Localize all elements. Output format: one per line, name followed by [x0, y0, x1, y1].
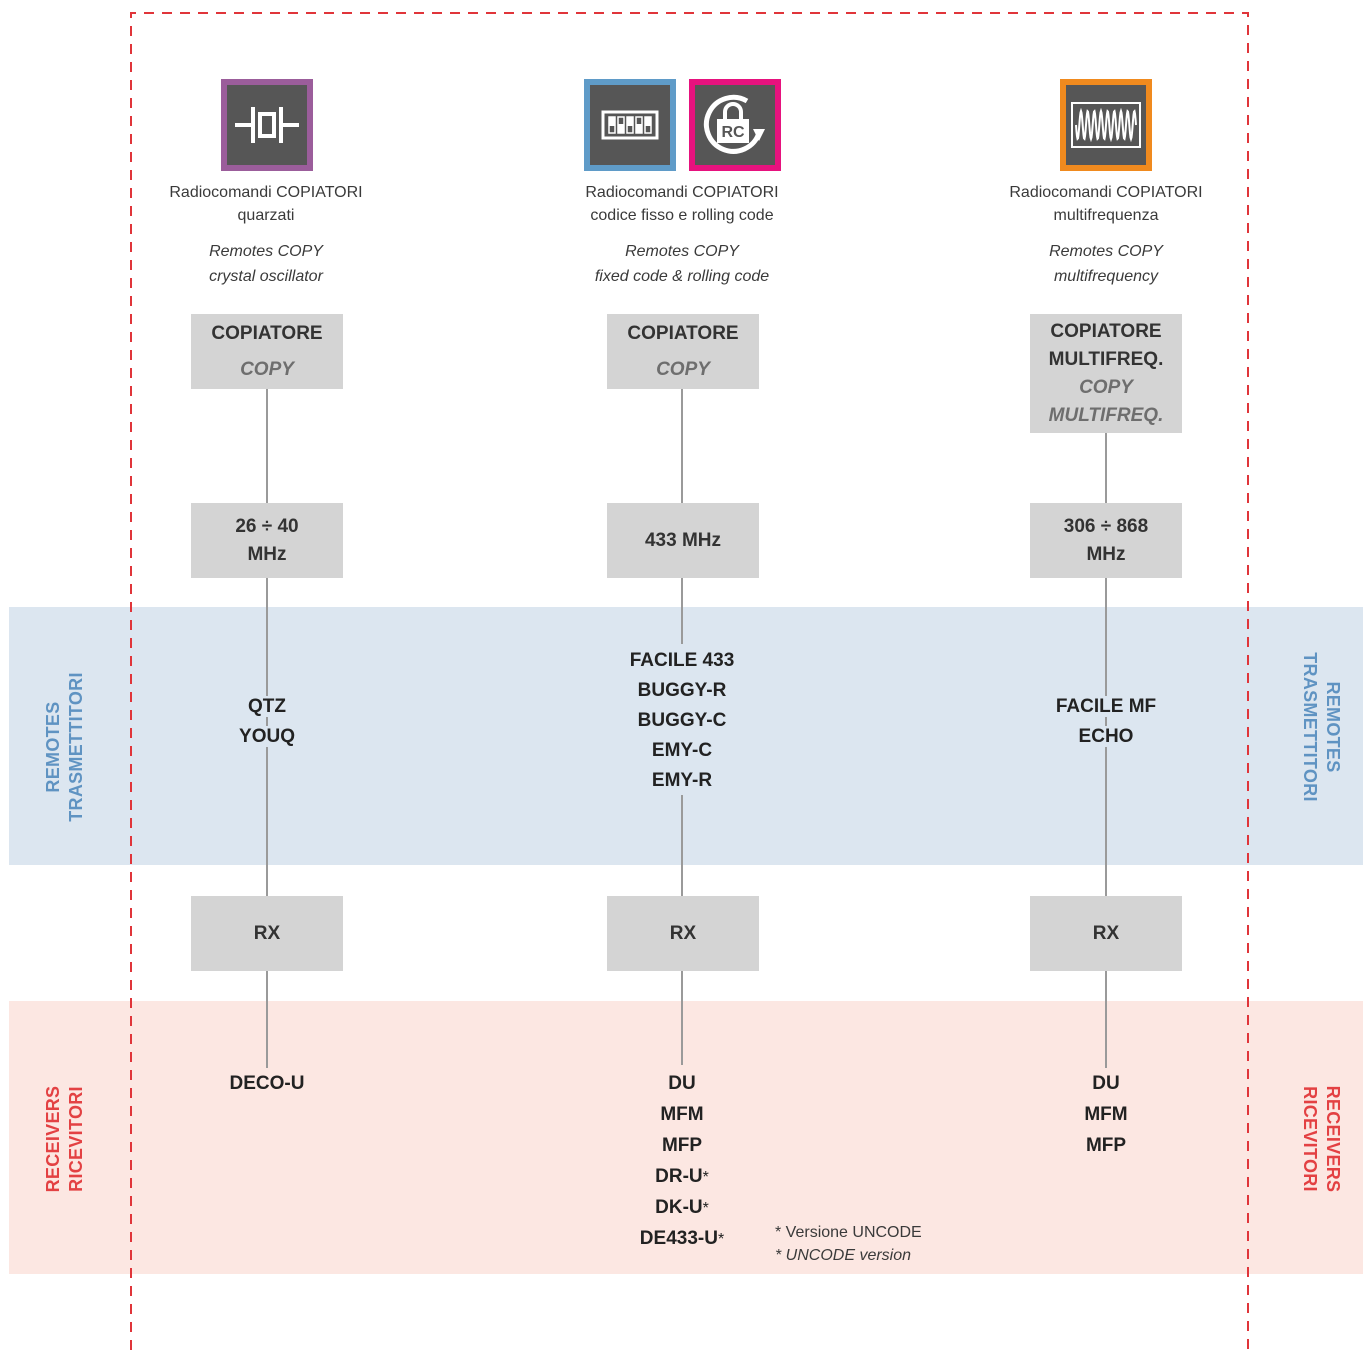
col1-rx-box: RX: [191, 896, 343, 971]
col1-remotes-list: QTZ YOUQ: [167, 692, 367, 752]
col2-frequency-box: 433 MHz: [607, 503, 759, 578]
label-receivers-en: RECEIVERS: [43, 1085, 63, 1193]
col2-title-line2: codice fisso e rolling code: [590, 207, 774, 224]
col2-rx-label: RX: [669, 922, 697, 944]
dip-switch-icon: [590, 85, 670, 165]
col3-copy-label-en-line1: COPY: [1079, 376, 1133, 398]
remote-item: QTZ: [244, 696, 290, 717]
sine-wave-icon: [1066, 85, 1146, 165]
col3-copy-box: COPIATORE MULTIFREQ. COPY MULTIFREQ.: [1030, 314, 1182, 433]
col3-freq-line1: 306 ÷ 868: [1063, 515, 1149, 537]
col1-receivers-list: DECO-U: [167, 1069, 367, 1100]
col2-title-line1: Radiocomandi COPIATORI: [585, 184, 779, 201]
receiver-item: DU: [1088, 1073, 1124, 1094]
col3-title-line2: multifrequenza: [1053, 207, 1159, 224]
connector-line-col3: [1105, 432, 1107, 1068]
col1-title: Radiocomandi COPIATORI quarzati: [116, 181, 416, 227]
col1-copy-label: COPIATORE: [211, 322, 323, 344]
receiver-item: DE433-U*: [635, 1228, 729, 1249]
col3-rx-box: RX: [1030, 896, 1182, 971]
side-label-receivers-right: RECEIVERS RICEVITORI: [1298, 1009, 1344, 1269]
col3-rx-label: RX: [1092, 922, 1120, 944]
remote-item: EMY-R: [647, 770, 717, 791]
col2-title: Radiocomandi COPIATORI codice fisso e ro…: [532, 181, 832, 227]
col3-subtitle: Remotes COPY multifrequency: [956, 239, 1256, 289]
col1-freq-line1: 26 ÷ 40: [235, 515, 299, 537]
col2-freq-line1: 433 MHz: [644, 529, 722, 551]
col2-copy-label: COPIATORE: [627, 322, 739, 344]
remote-item: YOUQ: [235, 726, 299, 747]
col2-remotes-list: FACILE 433 BUGGY-R BUGGY-C EMY-C EMY-R: [582, 646, 782, 796]
rc-icon-text: RC: [721, 124, 745, 141]
remote-item: FACILE 433: [625, 650, 739, 671]
receiver-item: MFM: [656, 1104, 708, 1125]
col1-subtitle: Remotes COPY crystal oscillator: [116, 239, 416, 289]
col3-copy-label-line1: COPIATORE: [1050, 320, 1162, 342]
col1-freq-line2: MHz: [247, 543, 287, 565]
footnote-line1: * Versione UNCODE: [775, 1224, 922, 1241]
col1-copy-label-en: COPY: [240, 358, 294, 380]
col3-copy-label-en-line2: MULTIFREQ.: [1048, 404, 1164, 426]
receiver-item: DU: [664, 1073, 700, 1094]
side-label-receivers-left: RECEIVERS RICEVITORI: [42, 1009, 88, 1269]
col1-frequency-box: 26 ÷ 40 MHz: [191, 503, 343, 578]
col2-copy-box: COPIATORE COPY: [607, 314, 759, 389]
col3-title: Radiocomandi COPIATORI multifrequenza: [956, 181, 1256, 227]
crystal-oscillator-icon: [227, 85, 307, 165]
col2-subtitle: Remotes COPY fixed code & rolling code: [532, 239, 832, 289]
remote-item: BUGGY-R: [633, 680, 731, 701]
label-remotes-it: TRASMETTITORI: [1300, 652, 1320, 802]
remote-item: EMY-C: [647, 740, 717, 761]
remote-item: FACILE MF: [1051, 696, 1161, 717]
col1-title-line2: quarzati: [237, 207, 295, 224]
remote-item: BUGGY-C: [633, 710, 731, 731]
col2-receivers-list: DU MFM MFP DR-U* DK-U* DE433-U*: [582, 1069, 782, 1255]
remote-item: ECHO: [1074, 726, 1138, 747]
crystal-oscillator-icon-frame: [221, 79, 313, 171]
rolling-code-lock-icon: RC: [695, 85, 775, 165]
col3-sub-line2: multifrequency: [1053, 268, 1159, 285]
receiver-item: MFP: [1081, 1135, 1131, 1156]
label-remotes-en: REMOTES: [1323, 681, 1343, 773]
label-receivers-en: RECEIVERS: [1323, 1085, 1343, 1193]
col3-copy-label-line2: MULTIFREQ.: [1048, 348, 1164, 370]
col3-title-line1: Radiocomandi COPIATORI: [1009, 184, 1203, 201]
col2-sub-line2: fixed code & rolling code: [594, 268, 770, 285]
label-receivers-it: RICEVITORI: [66, 1086, 86, 1192]
col3-freq-line2: MHz: [1086, 543, 1126, 565]
col3-receivers-list: DU MFM MFP: [1006, 1069, 1206, 1162]
col2-rx-box: RX: [607, 896, 759, 971]
col2-sub-line1: Remotes COPY: [625, 243, 739, 260]
side-label-remotes-left: REMOTES TRASMETTITORI: [42, 617, 88, 877]
side-label-remotes-right: REMOTES TRASMETTITORI: [1298, 597, 1344, 857]
receiver-item: MFP: [657, 1135, 707, 1156]
col3-frequency-box: 306 ÷ 868 MHz: [1030, 503, 1182, 578]
dip-switch-icon-frame: [584, 79, 676, 171]
label-remotes-it: TRASMETTITORI: [66, 672, 86, 822]
footnote-line2: * UNCODE version: [775, 1247, 912, 1264]
col3-sub-line1: Remotes COPY: [1049, 243, 1163, 260]
col1-sub-line1: Remotes COPY: [209, 243, 323, 260]
receiver-item: DK-U*: [651, 1197, 713, 1218]
col3-remotes-list: FACILE MF ECHO: [1006, 692, 1206, 752]
sine-wave-icon-frame: [1060, 79, 1152, 171]
footnote: * Versione UNCODE * UNCODE version: [775, 1221, 922, 1267]
col1-title-line1: Radiocomandi COPIATORI: [169, 184, 363, 201]
receiver-item: DR-U*: [651, 1166, 713, 1187]
label-receivers-it: RICEVITORI: [1300, 1086, 1320, 1192]
col1-rx-label: RX: [253, 922, 281, 944]
receiver-item: MFM: [1080, 1104, 1132, 1125]
col1-copy-box: COPIATORE COPY: [191, 314, 343, 389]
label-remotes-en: REMOTES: [43, 701, 63, 793]
receiver-item: DECO-U: [225, 1073, 309, 1094]
rolling-code-lock-icon-frame: RC: [689, 79, 781, 171]
col2-copy-label-en: COPY: [656, 358, 710, 380]
col1-sub-line2: crystal oscillator: [209, 268, 323, 285]
